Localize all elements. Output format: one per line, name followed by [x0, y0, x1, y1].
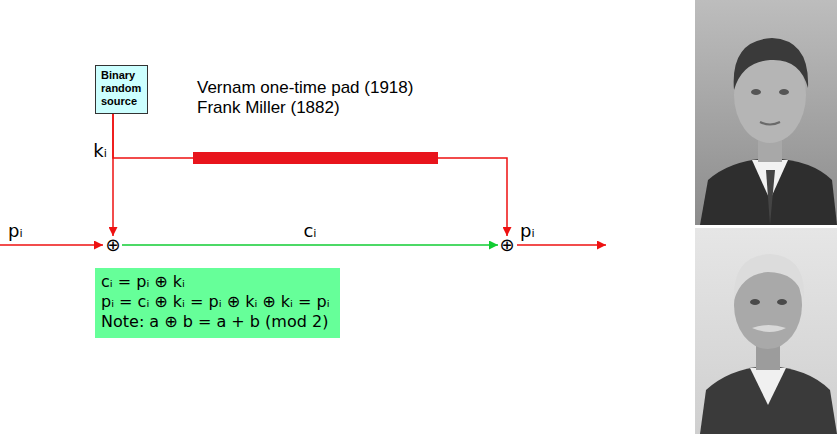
xor-symbol: ⊕	[498, 236, 516, 254]
portrait-bottom	[695, 228, 837, 434]
title-note: Vernam one-time pad (1918)	[197, 78, 413, 98]
tie-shape	[766, 170, 775, 225]
node-text: cᵢ = pᵢ ⊕ kᵢ	[101, 272, 330, 292]
plaintext-label: pᵢ	[8, 220, 23, 241]
equation-box: cᵢ = pᵢ ⊕ kᵢpᵢ = cᵢ ⊕ kᵢ = pᵢ ⊕ kᵢ ⊕ kᵢ …	[95, 268, 340, 338]
xor-symbol: ⊕	[104, 236, 122, 254]
title-note: Frank Miller (1882)	[197, 98, 340, 118]
mouth-shape	[760, 122, 780, 125]
edge-group	[113, 114, 507, 245]
hair-shape	[734, 38, 808, 90]
eye-shape	[750, 299, 760, 305]
collar-shape	[750, 368, 786, 405]
node-text: pᵢ = cᵢ ⊕ kᵢ = pᵢ ⊕ kᵢ ⊕ kᵢ = pᵢ	[101, 292, 330, 312]
wire-label: kᵢ	[93, 140, 107, 161]
secure-channel-bar	[193, 152, 438, 164]
node-text: ⊕	[498, 236, 516, 254]
suit-shape	[700, 158, 837, 225]
wire-label: cᵢ	[303, 220, 316, 241]
key-wire	[113, 114, 507, 236]
photo-background	[695, 228, 837, 434]
plaintext-input-wire	[0, 244, 103, 246]
plaintext-output-wire	[517, 244, 606, 246]
hair-shape	[734, 254, 804, 300]
node-text: ⊕	[104, 236, 122, 254]
portrait-top	[695, 0, 837, 225]
eye-shape	[751, 89, 761, 95]
eye-shape	[779, 89, 789, 95]
node-text: Note: a ⊕ b = a + b (mod 2)	[101, 312, 330, 332]
photo-background	[695, 0, 837, 225]
suit-shape	[700, 366, 837, 434]
node-text: Binary random source	[101, 69, 141, 109]
plaintext-label: pᵢ	[520, 220, 535, 241]
random-source-box: Binary random source	[95, 65, 148, 114]
eye-shape	[777, 299, 787, 305]
moustache-shape	[752, 325, 786, 332]
ciphertext-wire	[122, 244, 498, 246]
